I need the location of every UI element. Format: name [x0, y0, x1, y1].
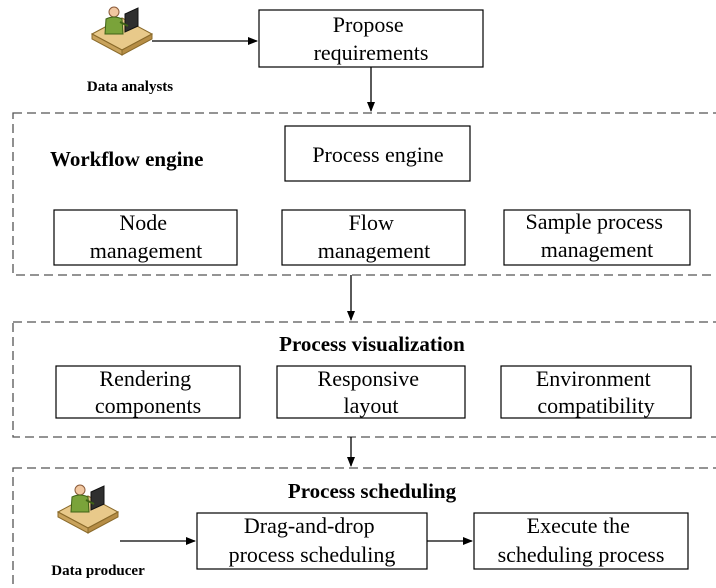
user-at-computer-icon — [91, 6, 153, 56]
rendering-components-box: Rendering components — [55, 365, 241, 419]
process-scheduling-title: Process scheduling — [288, 479, 457, 503]
svg-text:Rendering components: Rendering components — [95, 366, 201, 418]
rendering-components-line-1: Rendering — [99, 366, 191, 391]
drag-drop-scheduling-box: Drag-and-drop process scheduling — [196, 512, 428, 570]
sample-process-line-2: management — [541, 237, 653, 262]
propose-requirements-line-1: Propose — [333, 12, 404, 37]
rendering-components-line-2: components — [95, 393, 201, 418]
process-scheduling-section — [12, 467, 716, 588]
execute-line-2: scheduling process — [498, 542, 665, 567]
data-analyst-actor: Data analysts — [87, 6, 173, 95]
responsive-layout-line-2: layout — [344, 393, 399, 418]
node-management-line-1: Node — [119, 210, 167, 235]
propose-requirements-line-2: requirements — [314, 40, 429, 65]
sample-process-line-1: Sample process — [526, 209, 663, 234]
svg-text:Drag-and-drop process sc: Drag-and-drop process scheduling — [229, 513, 396, 567]
environment-compatibility-line-1: Environment — [536, 366, 651, 391]
svg-text:Flow management: Flow management — [318, 210, 430, 263]
svg-text:Responsive layout: Responsive layout — [318, 366, 425, 418]
node-management-line-2: management — [90, 238, 202, 263]
environment-compatibility-box: Environment compatibility — [500, 365, 692, 419]
responsive-layout-line-1: Responsive — [318, 366, 419, 391]
responsive-layout-box: Responsive layout — [276, 365, 466, 419]
drag-drop-line-2: process scheduling — [229, 542, 396, 567]
svg-text:Execute the scheduling p: Execute the scheduling process — [498, 513, 665, 567]
flow-management-box: Flow management — [281, 209, 466, 266]
node-management-box: Node management — [53, 209, 238, 266]
user-at-computer-icon — [57, 484, 119, 534]
workflow-engine-section — [12, 112, 716, 276]
data-producer-actor: Data producer — [51, 484, 145, 579]
flow-management-line-1: Flow — [349, 210, 394, 235]
data-analysts-label: Data analysts — [87, 79, 173, 95]
svg-text:Sample process managemen: Sample process management — [526, 209, 669, 262]
workflow-engine-title: Workflow engine — [50, 147, 203, 171]
environment-compatibility-line-2: compatibility — [537, 393, 654, 418]
process-visualization-section — [12, 321, 716, 438]
svg-text:Environment compatibilit: Environment compatibility — [536, 366, 656, 418]
flow-management-line-2: management — [318, 238, 430, 263]
process-engine-label: Process engine — [312, 142, 443, 167]
process-visualization-title: Process visualization — [279, 332, 465, 356]
execute-line-1: Execute the — [527, 513, 630, 538]
execute-scheduling-box: Execute the scheduling process — [473, 512, 689, 570]
data-producer-label: Data producer — [51, 563, 145, 579]
svg-text:Propose requirements: Propose requirements — [314, 12, 429, 65]
process-engine-box: Process engine — [284, 125, 471, 182]
svg-text:Node management: Node management — [90, 210, 202, 263]
sample-process-management-box: Sample process management — [503, 209, 691, 266]
drag-drop-line-1: Drag-and-drop — [244, 513, 375, 538]
propose-requirements-box: Propose requirements — [258, 9, 484, 68]
